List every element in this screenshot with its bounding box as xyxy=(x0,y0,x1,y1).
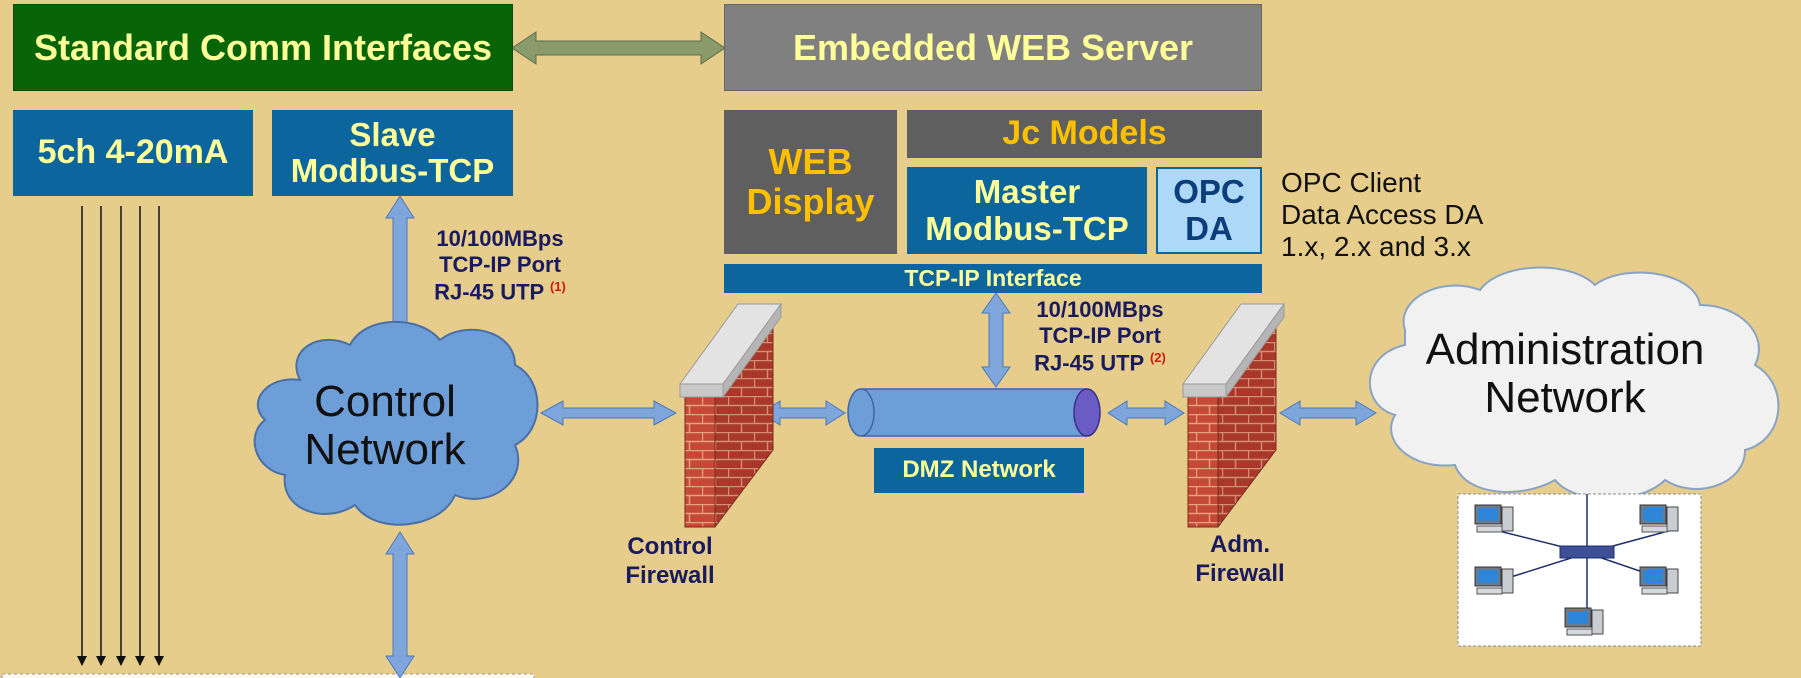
dmz-network-text: DMZ Network xyxy=(902,456,1056,484)
double-arrow-icon xyxy=(539,400,678,426)
cylinder-pipe-icon xyxy=(847,388,1101,437)
control-firewall-label: Control Firewall xyxy=(625,533,715,589)
opc-da-block: OPC DA xyxy=(1156,167,1262,254)
analog-input-block: 5ch 4-20mA xyxy=(13,110,253,196)
master-modbus-tcp-block: Master Modbus-TCP xyxy=(907,167,1147,254)
port2-label: 10/100MBps TCP-IP Port RJ-45 UTP (2) xyxy=(1005,297,1195,377)
control-network-label: Control Network xyxy=(304,377,466,475)
port2-text: 10/100MBps TCP-IP Port RJ-45 UTP xyxy=(1034,297,1164,376)
jc-models-text: Jc Models xyxy=(1002,114,1167,153)
brick-wall-icon xyxy=(679,302,782,528)
double-arrow-icon xyxy=(1107,400,1185,426)
desktop-computer-icon xyxy=(1474,566,1514,595)
web-display-block: WEB Display xyxy=(724,110,897,254)
double-arrow-icon xyxy=(981,292,1011,388)
slave-modbus-tcp-text: Slave Modbus-TCP xyxy=(290,115,495,189)
cloud-icon xyxy=(253,320,539,526)
analog-input-text: 5ch 4-20mA xyxy=(37,133,229,172)
port2-footnote: (2) xyxy=(1149,349,1166,365)
network-topology-image xyxy=(1457,493,1702,647)
double-arrow-icon xyxy=(385,531,415,678)
bottom-strip xyxy=(1,673,535,678)
adm-firewall-label: Adm. Firewall xyxy=(1195,531,1285,587)
double-arrow-icon xyxy=(1279,400,1377,426)
jc-models-block: Jc Models xyxy=(907,110,1262,158)
port1-text: 10/100MBps TCP-IP Port RJ-45 UTP xyxy=(434,226,564,305)
cloud-icon xyxy=(1369,266,1780,500)
opc-client-description: OPC Client Data Access DA 1.x, 2.x and 3… xyxy=(1281,167,1484,263)
desktop-computer-icon xyxy=(1639,504,1679,533)
double-arrow-icon xyxy=(511,31,726,65)
double-arrow-icon xyxy=(760,400,846,426)
desktop-computer-icon xyxy=(1564,607,1604,636)
standard-comm-interfaces-block: Standard Comm Interfaces xyxy=(13,4,513,91)
hub-icon xyxy=(1559,545,1615,559)
tcp-ip-interface-block: TCP-IP Interface xyxy=(724,264,1262,293)
dmz-network-block: DMZ Network xyxy=(874,448,1084,493)
opc-da-text: OPC DA xyxy=(1173,173,1245,247)
web-display-text: WEB Display xyxy=(746,141,875,222)
master-modbus-tcp-text: Master Modbus-TCP xyxy=(925,173,1129,247)
desktop-computer-icon xyxy=(1639,566,1679,595)
port1-label: 10/100MBps TCP-IP Port RJ-45 UTP (1) xyxy=(405,226,595,306)
administration-network-label: Administration Network xyxy=(1425,325,1705,423)
port1-footnote: (1) xyxy=(549,278,566,294)
brick-wall-icon xyxy=(1182,302,1285,528)
standard-comm-interfaces-text: Standard Comm Interfaces xyxy=(33,26,493,68)
tcp-ip-interface-text: TCP-IP Interface xyxy=(904,264,1082,291)
embedded-web-server-text: Embedded WEB Server xyxy=(792,26,1194,68)
desktop-computer-icon xyxy=(1474,504,1514,533)
embedded-web-server-block: Embedded WEB Server xyxy=(724,4,1262,91)
slave-modbus-tcp-block: Slave Modbus-TCP xyxy=(272,110,513,196)
